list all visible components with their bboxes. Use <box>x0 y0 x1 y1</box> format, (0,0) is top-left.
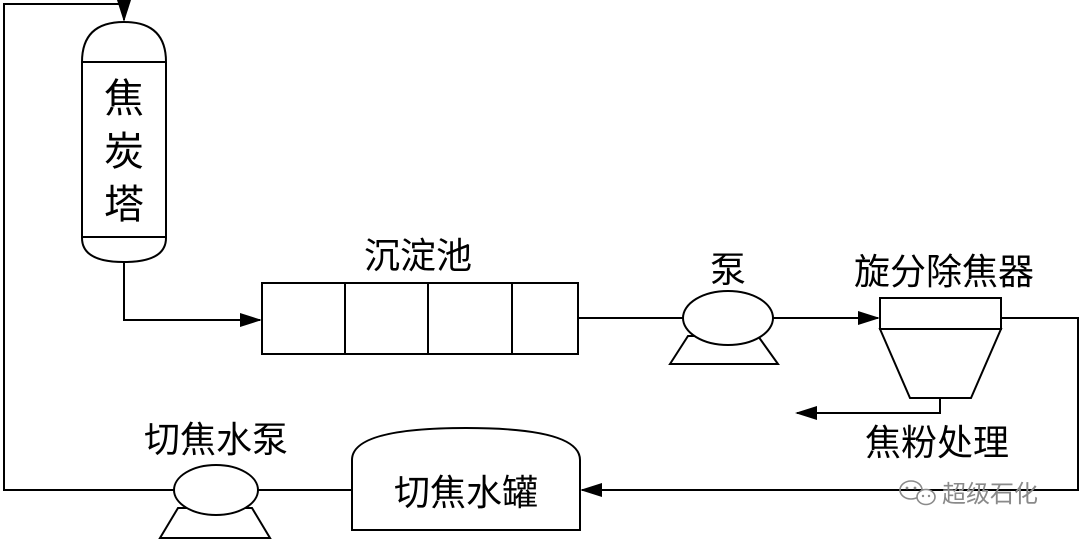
cutting-water-pump: 切焦水泵 <box>144 420 288 539</box>
pump-label: 泵 <box>710 250 746 291</box>
watermark-text: 超级石化 <box>942 480 1038 508</box>
settling-tank: 沉淀池 <box>261 236 579 355</box>
coke-tower-label-3: 塔 <box>104 182 144 228</box>
watermark: 超级石化 <box>899 480 1038 508</box>
coke-tower-label-2: 炭 <box>104 129 144 175</box>
hydrocyclone: 旋分除焦器 <box>854 252 1034 399</box>
cutting-water-tank: 切焦水罐 <box>351 426 581 531</box>
flow-hydrocyclone-to-powder <box>795 398 941 420</box>
coke-tower: 焦 炭 塔 <box>81 20 167 264</box>
settling-tank-label: 沉淀池 <box>364 236 472 277</box>
flow-tower-to-settling <box>123 262 262 327</box>
flow-hydrocyclone-to-tank <box>580 317 1079 497</box>
coke-powder-label: 焦粉处理 <box>865 423 1009 464</box>
cutting-tank-label: 切焦水罐 <box>394 473 538 514</box>
coke-tower-label-1: 焦 <box>104 76 144 122</box>
wechat-icon <box>899 480 936 506</box>
cutting-pump-label: 切焦水泵 <box>144 420 288 461</box>
hydrocyclone-label: 旋分除焦器 <box>854 252 1034 293</box>
flow-cutting-pump-to-tower <box>3 0 174 491</box>
pump: 泵 <box>668 250 780 365</box>
